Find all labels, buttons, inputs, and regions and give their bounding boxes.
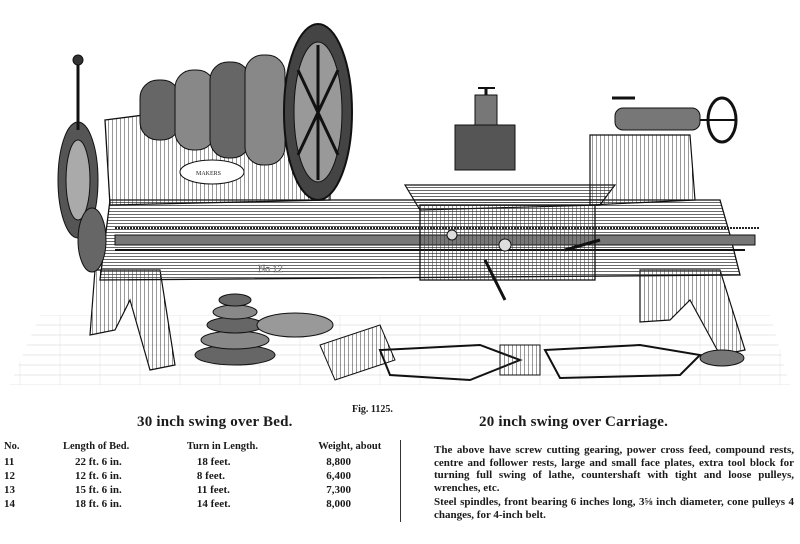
heading-swing-over-bed: 30 inch swing over Bed.: [137, 414, 293, 430]
cell-turn-in-length: 14 feet.: [196, 498, 231, 510]
col-header-weight: Weight, about: [318, 441, 382, 452]
lathe-legs: [89, 269, 746, 371]
cell-weight: 7,300: [326, 484, 351, 496]
table-row: 13 15 ft. 6 in. 11 feet. 7,300: [4, 483, 396, 497]
cell-length-of-bed: 15 ft. 6 in.: [75, 484, 122, 496]
tool-block: [319, 324, 396, 381]
col-header-no: No.: [4, 441, 20, 452]
column-divider: [400, 440, 401, 522]
cell-no: 14: [4, 498, 15, 510]
cell-weight: 8,800: [326, 456, 351, 468]
table-row: 12 12 ft. 6 in. 8 feet. 6,400: [4, 469, 396, 483]
cell-no: 11: [4, 456, 15, 468]
wrench: [378, 343, 523, 382]
heading-swing-over-carriage: 20 inch swing over Carriage.: [479, 414, 669, 430]
col-header-turn-in-length: Turn in Length.: [186, 441, 259, 452]
cell-no: 13: [4, 484, 15, 496]
cell-length-of-bed: 12 ft. 6 in.: [75, 470, 122, 482]
figure-caption: Fig. 1125.: [352, 404, 393, 415]
carriage: [403, 87, 617, 301]
col-header-length-of-bed: Length of Bed.: [63, 441, 130, 452]
cell-turn-in-length: 18 feet.: [196, 456, 231, 468]
cell-turn-in-length: 8 feet.: [196, 470, 226, 482]
description-features: The above have screw cutting gearing, po…: [434, 444, 794, 494]
small-face-plate: [699, 349, 745, 367]
table-row: 11 22 ft. 6 in. 18 feet. 8,800: [4, 455, 396, 469]
cell-weight: 8,000: [326, 498, 351, 510]
cell-weight: 6,400: [326, 470, 351, 482]
cell-length-of-bed: 22 ft. 6 in.: [75, 456, 122, 468]
cell-length-of-bed: 18 ft. 6 in.: [75, 498, 122, 510]
cone-pulleys: [139, 54, 286, 166]
maker-plate: MAKERS: [196, 171, 221, 177]
change-gears: [57, 54, 107, 273]
steady-rest: [499, 344, 541, 376]
tailstock: [589, 96, 738, 206]
face-plate: [256, 312, 334, 338]
specs-header-row: No. Length of Bed. Turn in Length. Weigh…: [4, 441, 396, 455]
bull-gear: [283, 23, 353, 201]
table-row: 14 18 ft. 6 in. 14 feet. 8,000: [4, 497, 396, 511]
follower-rest: [543, 343, 703, 380]
cell-turn-in-length: 11 feet.: [196, 484, 230, 496]
specs-table: No. Length of Bed. Turn in Length. Weigh…: [4, 441, 396, 511]
description-spindles: Steel spindles, front bearing 6 inches l…: [434, 496, 794, 521]
gear-stack: [194, 293, 276, 366]
bed-number-plate: No 12: [258, 264, 283, 275]
lathe-engraving: No 12 MAKERS: [10, 23, 790, 385]
accessories: [194, 293, 745, 382]
cell-no: 12: [4, 470, 15, 482]
